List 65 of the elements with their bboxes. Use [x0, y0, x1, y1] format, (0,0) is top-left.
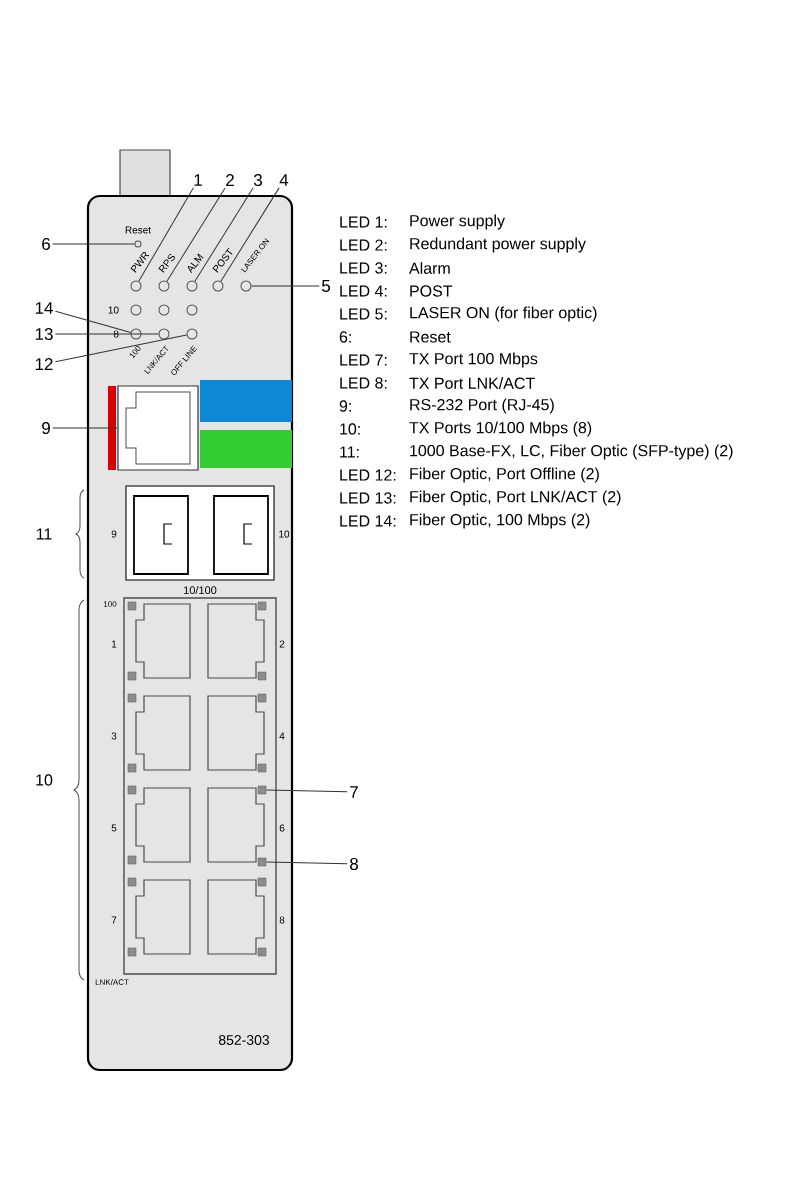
legend-key: LED 5: — [340, 308, 387, 320]
legend-key: LED 8: — [340, 377, 387, 389]
legend-description: TX Ports 10/100 Mbps (8) — [409, 421, 592, 437]
callout-number: 3 — [253, 174, 262, 186]
callout-number: 11 — [36, 528, 52, 540]
callout-number: 1 — [194, 174, 202, 186]
legend-key: LED 12: — [340, 469, 396, 481]
legend-key: LED 7: — [340, 354, 387, 366]
legend-key: 9: — [339, 400, 351, 412]
reset-button — [134, 240, 142, 248]
legend-key: LED 1: — [340, 216, 387, 228]
led — [212, 280, 224, 292]
port-led — [257, 785, 267, 795]
legend-description: TX Port 100 Mbps — [409, 352, 538, 368]
legend-key: 6: — [339, 331, 351, 343]
callout-number: 5 — [321, 280, 330, 292]
legend-description: Fiber Optic, 100 Mbps (2) — [410, 513, 590, 529]
legend-description: Alarm — [409, 262, 450, 274]
leader-line — [220, 187, 280, 282]
legend-description: RS-232 Port (RJ-45) — [410, 398, 554, 414]
led — [186, 328, 198, 340]
leader-line — [54, 334, 188, 363]
leader-line — [265, 789, 348, 793]
legend-key: 11: — [340, 446, 359, 458]
callout-number: 7 — [350, 786, 358, 798]
callout-number: 10 — [36, 774, 53, 786]
legend-description: Fiber Optic, Port Offline (2) — [410, 467, 599, 483]
legend-description: Power supply — [410, 214, 505, 230]
leader-line — [194, 187, 254, 282]
led — [186, 280, 198, 292]
callout-number: 6 — [42, 238, 50, 250]
legend-description: Fiber Optic, Port LNK/ACT (2) — [410, 490, 621, 506]
led — [158, 280, 170, 292]
leader-line — [52, 243, 135, 245]
leader-line — [265, 861, 348, 865]
leader-line — [52, 427, 118, 429]
led — [130, 328, 142, 340]
leader-line — [138, 187, 194, 282]
leader-line — [54, 333, 159, 335]
led — [158, 328, 170, 340]
led — [130, 280, 142, 292]
legend-key: LED 14: — [340, 515, 396, 527]
legend-description: 1000 Base-FX, LC, Fiber Optic (SFP-type) (2) — [410, 444, 733, 460]
legend-key: LED 13: — [340, 492, 396, 504]
callout-number: 14 — [35, 302, 53, 314]
leader-line — [251, 285, 320, 287]
callout-number: 2 — [226, 174, 234, 186]
legend-key: LED 4: — [340, 285, 387, 297]
legend-description: Reset — [410, 331, 451, 343]
callout-number: 12 — [35, 358, 53, 370]
callout-number: 4 — [279, 174, 289, 186]
callout-number: 9 — [42, 422, 50, 434]
legend-description: LASER ON (for fiber optic) — [410, 306, 597, 322]
leader-line — [54, 310, 132, 333]
leader-line — [166, 187, 226, 282]
port-led — [257, 857, 267, 867]
legend-description: Redundant power supply — [410, 237, 586, 253]
led — [240, 280, 252, 292]
legend-key: LED 2: — [340, 239, 387, 251]
legend-key: LED 3: — [340, 262, 387, 274]
legend-description: TX Port LNK/ACT — [409, 377, 535, 389]
callout-number: 8 — [350, 858, 358, 870]
callout-number: 13 — [35, 328, 53, 340]
legend-description: POST — [410, 285, 453, 297]
legend-key: 10: — [340, 423, 360, 435]
